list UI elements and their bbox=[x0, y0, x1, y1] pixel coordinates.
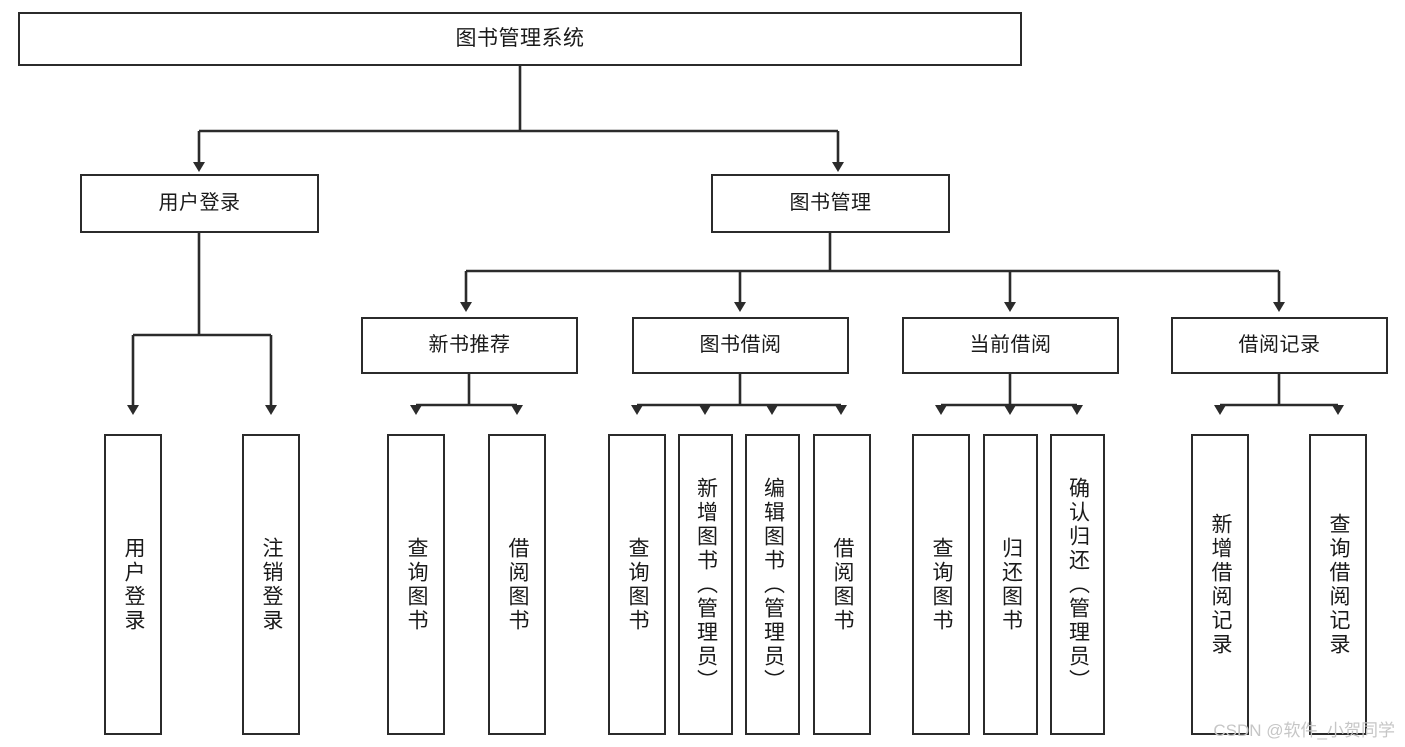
node-label: 图书管理 bbox=[789, 191, 872, 214]
leaf-edit-book-admin[interactable]: 编辑图书（管理员） bbox=[745, 434, 800, 735]
leaf-user-login[interactable]: 用户登录 bbox=[104, 434, 162, 735]
node-label: 注销登录 bbox=[260, 536, 284, 633]
leaf-add-borrow-record[interactable]: 新增借阅记录 bbox=[1191, 434, 1249, 735]
node-label: 图书借阅 bbox=[699, 333, 782, 356]
leaf-query-book-recommend[interactable]: 查询图书 bbox=[387, 434, 445, 735]
leaf-query-book[interactable]: 查询图书 bbox=[608, 434, 666, 735]
node-label: 图书管理系统 bbox=[455, 26, 585, 50]
node-label: 新增图书（管理员） bbox=[694, 476, 718, 693]
node-label: 新书推荐 bbox=[428, 333, 511, 356]
leaf-confirm-return-admin[interactable]: 确认归还（管理员） bbox=[1050, 434, 1105, 735]
node-label: 借阅图书 bbox=[831, 536, 855, 633]
leaf-query-book-current[interactable]: 查询图书 bbox=[912, 434, 970, 735]
node-borrow-record[interactable]: 借阅记录 bbox=[1171, 317, 1388, 374]
node-book-management[interactable]: 图书管理 bbox=[711, 174, 950, 233]
node-label: 归还图书 bbox=[999, 536, 1023, 633]
node-new-book-recommend[interactable]: 新书推荐 bbox=[361, 317, 578, 374]
node-label: 用户登录 bbox=[158, 191, 241, 214]
node-label: 查询图书 bbox=[930, 536, 954, 633]
node-label: 查询图书 bbox=[405, 536, 429, 633]
node-label: 当前借阅 bbox=[969, 333, 1052, 356]
leaf-borrow-book-recommend[interactable]: 借阅图书 bbox=[488, 434, 546, 735]
watermark-text: CSDN @软件_小贺同学 bbox=[1213, 721, 1395, 740]
leaf-borrow-book[interactable]: 借阅图书 bbox=[813, 434, 871, 735]
node-label: 用户登录 bbox=[122, 536, 146, 633]
node-book-borrow[interactable]: 图书借阅 bbox=[632, 317, 849, 374]
node-root-system[interactable]: 图书管理系统 bbox=[18, 12, 1022, 66]
leaf-add-book-admin[interactable]: 新增图书（管理员） bbox=[678, 434, 733, 735]
node-label: 确认归还（管理员） bbox=[1066, 476, 1090, 693]
node-label: 编辑图书（管理员） bbox=[761, 476, 785, 693]
node-label: 查询图书 bbox=[626, 536, 650, 633]
node-label: 查询借阅记录 bbox=[1327, 512, 1351, 657]
node-current-borrow[interactable]: 当前借阅 bbox=[902, 317, 1119, 374]
node-label: 新增借阅记录 bbox=[1209, 512, 1233, 657]
leaf-return-book[interactable]: 归还图书 bbox=[983, 434, 1038, 735]
node-label: 借阅记录 bbox=[1238, 333, 1321, 356]
node-label: 借阅图书 bbox=[506, 536, 530, 633]
leaf-logout[interactable]: 注销登录 bbox=[242, 434, 300, 735]
node-user-login[interactable]: 用户登录 bbox=[80, 174, 319, 233]
leaf-query-borrow-record[interactable]: 查询借阅记录 bbox=[1309, 434, 1367, 735]
